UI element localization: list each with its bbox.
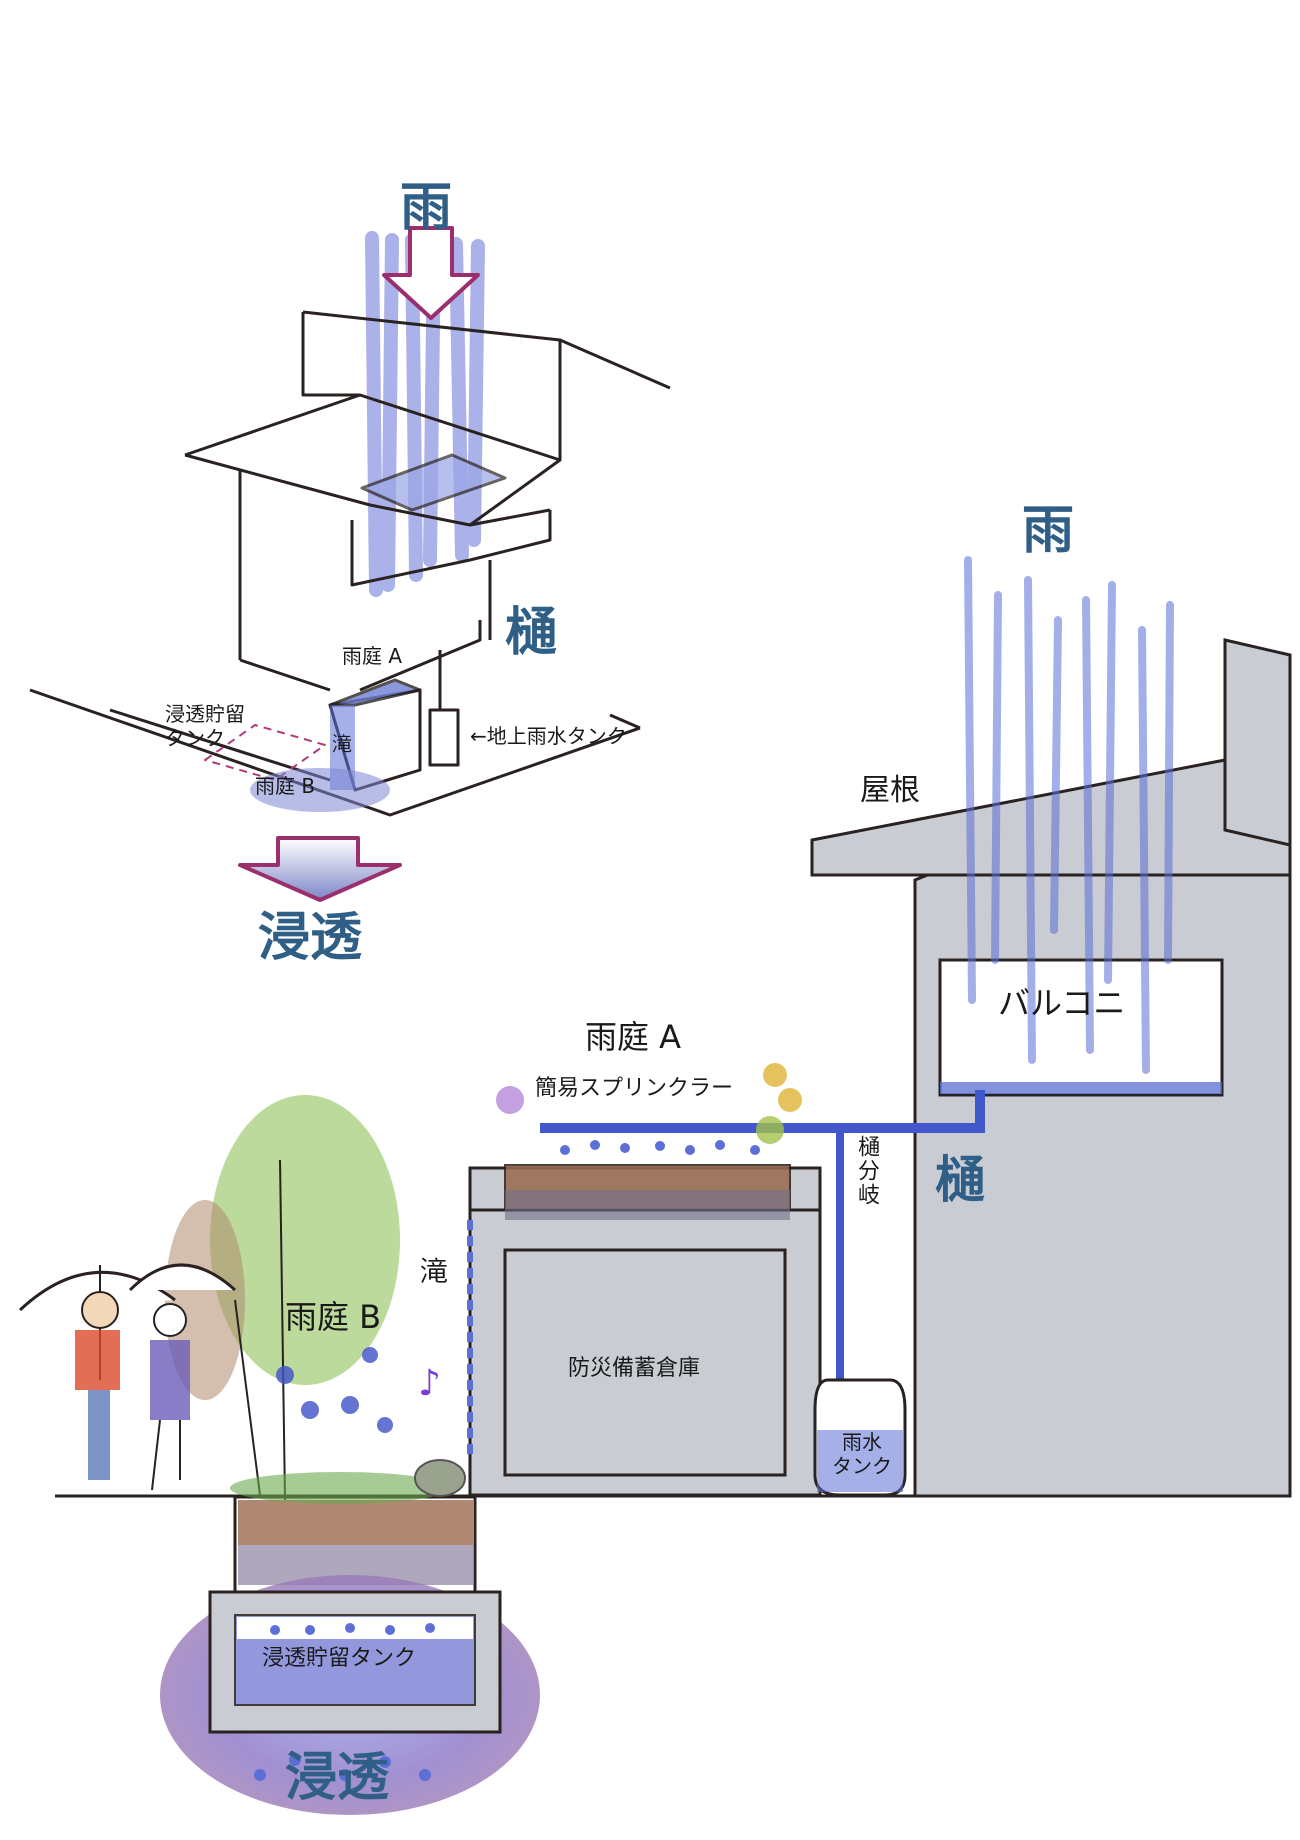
top-rain-label: 雨 [400, 178, 453, 238]
flowers-b [276, 1347, 393, 1433]
music-note-icon: ♪ [418, 1363, 441, 1404]
infiltration-drops [254, 1754, 431, 1781]
isometric-diagram [29, 226, 671, 902]
sprinkler-drops [560, 1140, 760, 1155]
section-rain-label: 雨 [1022, 501, 1075, 561]
roof-label: 屋根 [860, 773, 920, 808]
section-waterfall-label: 滝 [420, 1255, 449, 1288]
section-rain-garden-a-label: 雨庭 A [585, 1018, 682, 1056]
gutter-pipe [540, 1090, 985, 1133]
top-above-ground-tank-label: ←地上雨水タンク [470, 724, 627, 748]
section-infiltration-label: 浸透 [285, 1748, 390, 1808]
top-infiltration-label: 浸透 [258, 908, 363, 968]
sprinkler-label: 簡易スプリンクラー [535, 1076, 734, 1101]
section-infiltration-tank-label: 浸透貯留タンク [262, 1646, 417, 1671]
people-with-umbrellas [18, 1263, 237, 1491]
tank-drops [270, 1623, 435, 1635]
infiltration-arrow-icon [238, 836, 402, 902]
top-gutter-label: 樋 [505, 603, 558, 663]
rock [414, 1459, 466, 1497]
flowers-a [496, 1063, 802, 1144]
tree-canopy [210, 1095, 400, 1385]
gutter-branch-label: 樋分岐 [854, 1135, 879, 1207]
top-waterfall-label: 滝 [332, 732, 352, 756]
section-gutter-label: 樋 [935, 1151, 985, 1209]
top-rain-garden-a-label: 雨庭 A [342, 644, 403, 668]
rain-tank-label: 雨水 タンク [832, 1430, 892, 1478]
rain-arrow-icon [382, 226, 480, 320]
section-rain-garden-b-label: 雨庭 B [285, 1298, 382, 1336]
storehouse-label: 防災備蓄倉庫 [568, 1356, 701, 1381]
balcony [938, 958, 1224, 1097]
rain-streaks-right [964, 556, 1174, 1074]
section-diagram: ♪ [18, 556, 1292, 1815]
top-infiltration-tank-label: 浸透貯留 タンク [165, 702, 245, 750]
top-rain-garden-b-label: 雨庭 B [255, 774, 316, 798]
balcony-label: バルコニ [998, 984, 1126, 1022]
